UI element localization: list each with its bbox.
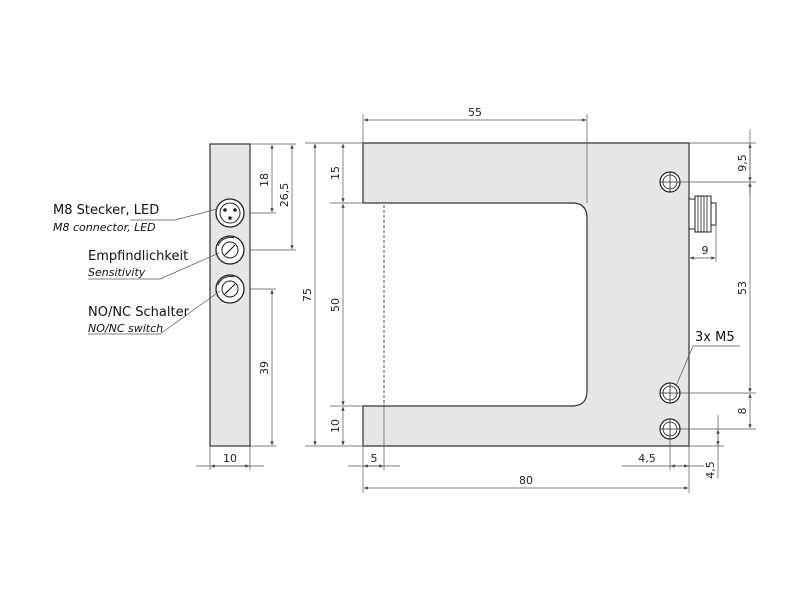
dim-75: 75 <box>301 288 314 302</box>
dim-50: 50 <box>329 298 342 312</box>
leader-line-connector <box>130 208 218 221</box>
no-nc-switch-icon <box>215 274 245 304</box>
front-view: 3x M5 55 75 15 50 10 5 80 4,5 <box>301 106 756 493</box>
side-connector-icon <box>688 195 717 233</box>
mounting-hole-middle-icon <box>659 382 681 404</box>
sensitivity-potentiometer-icon <box>215 235 245 265</box>
label-sensitivity-de: Empfindlichkeit <box>88 249 188 264</box>
label-connector-en: M8 connector, LED <box>53 221 156 234</box>
label-switch-en: NO/NC switch <box>88 322 163 335</box>
dim-26-5: 26,5 <box>278 183 291 208</box>
leader-line-sensitivity <box>88 252 220 280</box>
dim-15: 15 <box>329 166 342 180</box>
dim-5: 5 <box>371 452 378 465</box>
label-connector-de: M8 Stecker, LED <box>53 203 159 218</box>
dim-8: 8 <box>736 408 749 415</box>
dim-53: 53 <box>736 281 749 295</box>
front-view-body <box>362 142 690 447</box>
dim-55: 55 <box>468 106 482 119</box>
dim-9-5: 9,5 <box>736 154 749 172</box>
dim-4-5-horizontal: 4,5 <box>638 452 656 465</box>
dim-18: 18 <box>258 173 271 187</box>
mounting-hole-bottom-icon <box>659 418 681 440</box>
dim-39: 39 <box>258 361 271 375</box>
dim-10-side: 10 <box>223 452 237 465</box>
dim-4-5-vertical: 4,5 <box>704 461 717 479</box>
leader-line-holes <box>675 345 740 387</box>
mounting-hole-top-icon <box>659 171 681 193</box>
label-switch-de: NO/NC Schalter <box>88 305 190 320</box>
dim-80: 80 <box>519 474 533 487</box>
holes-label: 3x M5 <box>695 330 735 345</box>
m8-connector-icon <box>215 198 245 228</box>
dim-10-front: 10 <box>329 419 342 433</box>
dim-9: 9 <box>702 244 709 257</box>
label-sensitivity-en: Sensitivity <box>88 266 146 279</box>
leader-line-switch <box>88 290 221 335</box>
side-view: M8 Stecker, LED M8 connector, LED Empfin… <box>53 143 296 470</box>
